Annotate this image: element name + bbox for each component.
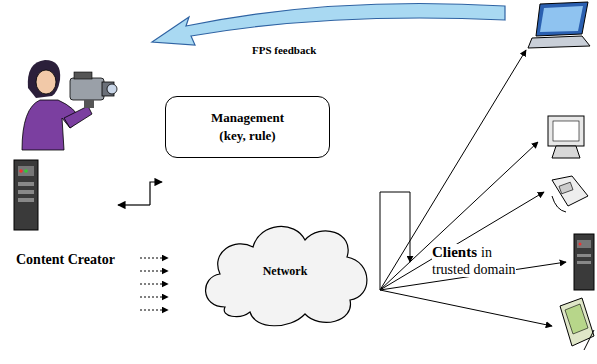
desktop-icon [548,116,584,158]
node-body: (key, rule) [219,127,275,145]
server-icon [14,160,38,230]
arrow-label: FPS feedback [252,44,316,57]
laptop-icon [528,2,590,48]
clients-caption: Clientsin trusted domain [432,244,516,279]
key-link [118,204,150,205]
network-cloud: Network [195,212,375,330]
clients-label: Clients [432,244,477,260]
group-label: Content Creator [16,252,115,269]
key-link [150,182,162,205]
phone-icon [552,176,588,212]
distribution-arrows [380,50,566,326]
camera-operator-figure [22,60,117,150]
server-icon [574,234,594,290]
flow-arrows [140,258,168,310]
management-box: Management(key, rule) [165,96,330,158]
node-title: Network [263,263,308,279]
pda-icon [560,298,594,350]
node-title: Management [211,109,284,127]
feedback-arrow [152,4,505,46]
